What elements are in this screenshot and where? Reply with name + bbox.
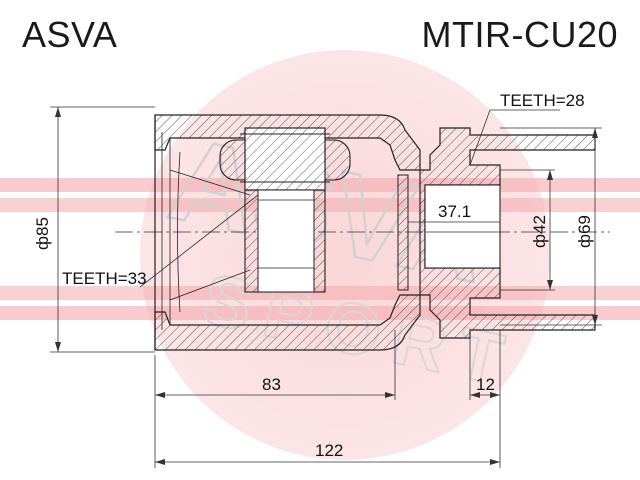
part-number: MTIR-CU20 [421, 14, 618, 55]
label-bore-depth: 37.1 [438, 202, 471, 221]
label-dia-overall: ф85 [33, 217, 52, 250]
tripod-roller [219, 127, 351, 191]
label-teeth-outer: TEETH=28 [500, 91, 585, 110]
dimension-arrows [55, 107, 598, 465]
label-teeth-inner: TEETH=33 [62, 269, 147, 288]
stub-shaft [397, 127, 596, 339]
label-dia-bore: ф42 [530, 215, 549, 248]
label-len-stub: 12 [476, 375, 495, 394]
label-len-main: 83 [262, 375, 281, 394]
label-len-total: 122 [315, 441, 343, 460]
inner-spline-hub [244, 189, 326, 293]
brand-logo-text: ASVA [22, 14, 118, 55]
label-dia-flange: ф69 [575, 215, 594, 248]
housing [154, 114, 421, 351]
